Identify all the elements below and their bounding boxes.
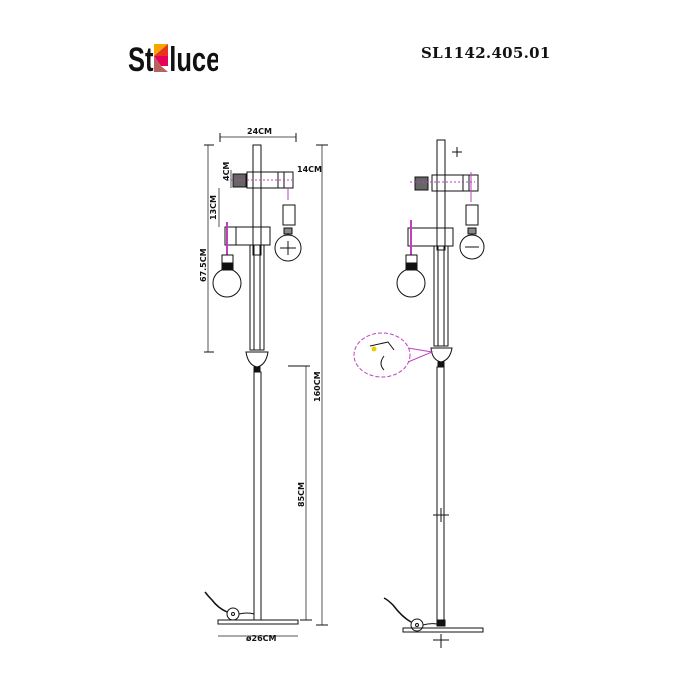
- svg-text:14CM: 14CM: [297, 165, 322, 174]
- svg-text:ø26CM: ø26CM: [246, 634, 277, 643]
- svg-text:luce: luce: [169, 42, 218, 76]
- front-view: [204, 133, 328, 637]
- svg-text:St: St: [128, 42, 153, 76]
- assembly-view: [353, 139, 485, 648]
- brand-logo: St luce: [128, 40, 218, 76]
- svg-text:13CM: 13CM: [209, 195, 218, 220]
- svg-text:160CM: 160CM: [313, 371, 322, 402]
- svg-text:24CM: 24CM: [247, 127, 272, 136]
- svg-text:4CM: 4CM: [222, 162, 231, 181]
- svg-text:67.5CM: 67.5CM: [199, 248, 208, 282]
- logo-mark-icon: St luce: [128, 42, 218, 76]
- svg-text:85CM: 85CM: [297, 482, 306, 507]
- model-number: SL1142.405.01: [421, 44, 551, 62]
